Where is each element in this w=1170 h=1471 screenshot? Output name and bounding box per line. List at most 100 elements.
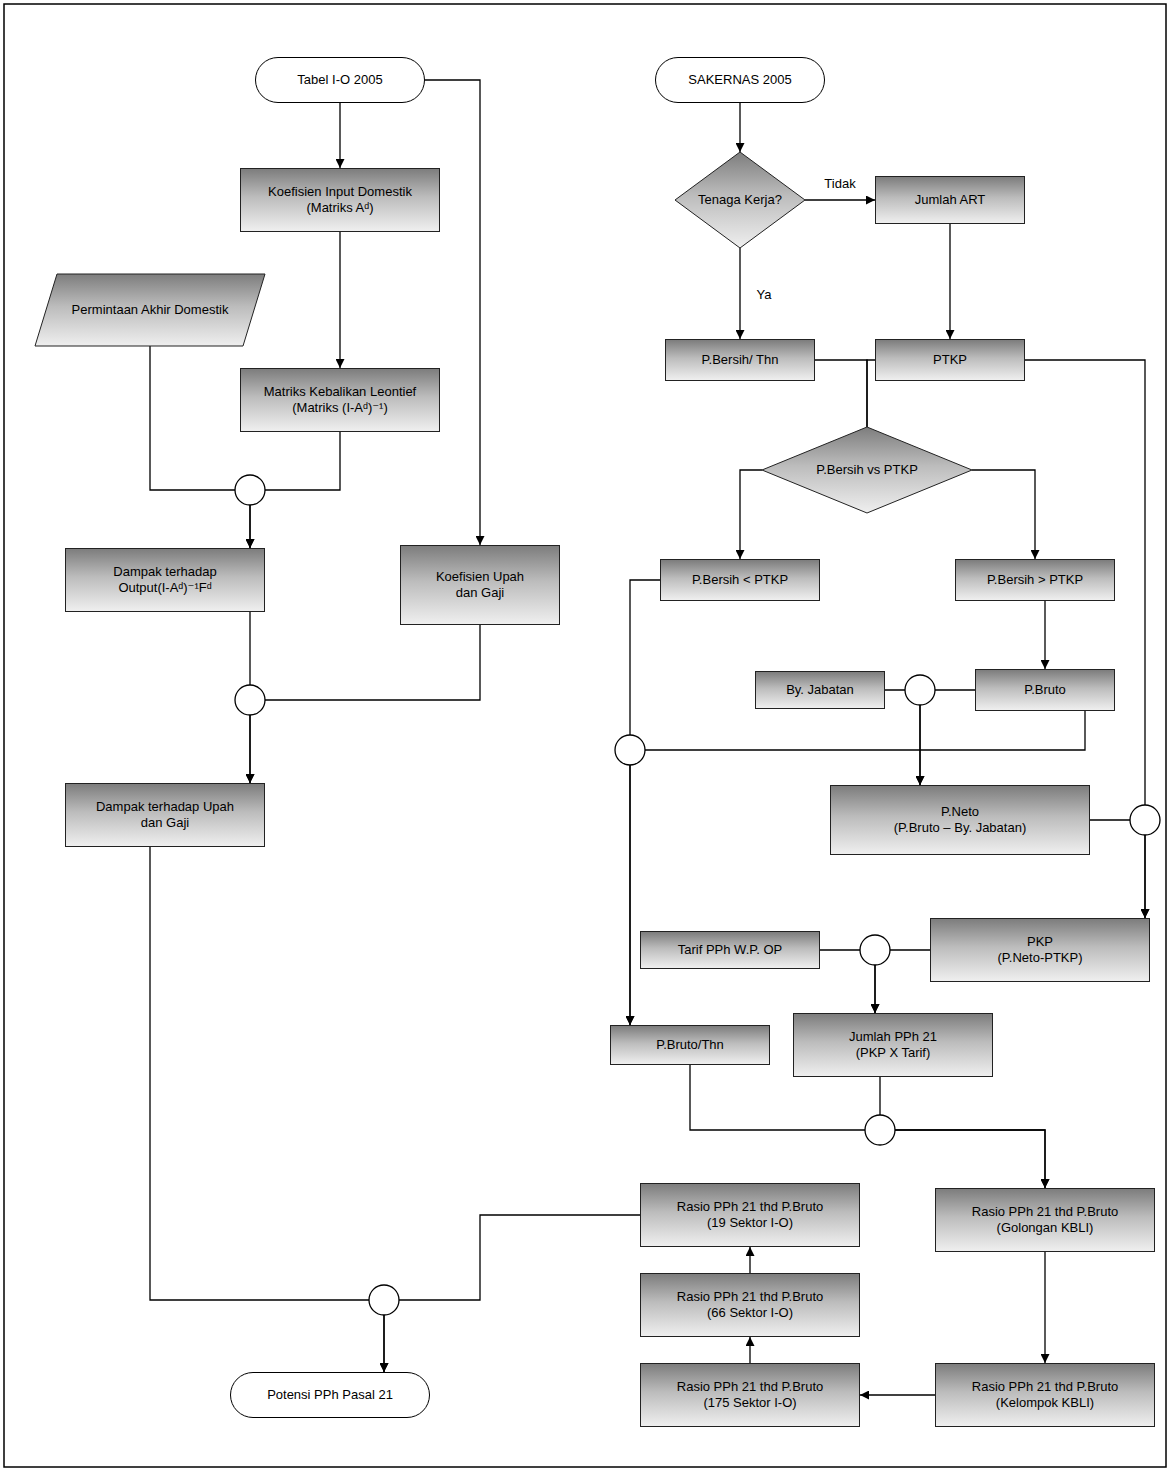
node-text: SAKERNAS 2005 bbox=[688, 72, 791, 88]
connector bbox=[880, 1077, 1045, 1188]
junction-circle bbox=[865, 1115, 895, 1145]
node-text: (PKP X Tarif) bbox=[856, 1045, 931, 1061]
connector bbox=[749, 1337, 750, 1363]
node-text: Dampak terhadap Upah bbox=[96, 799, 234, 815]
process-box: Rasio PPh 21 thd P.Bruto(19 Sektor I-O) bbox=[640, 1183, 860, 1247]
terminal-box: Potensi PPh Pasal 21 bbox=[230, 1372, 430, 1418]
process-box: Rasio PPh 21 thd P.Bruto(175 Sektor I-O) bbox=[640, 1363, 860, 1427]
process-box: P.Bersih < PTKP bbox=[660, 559, 820, 601]
decision-diamond: Tenaga Kerja? bbox=[675, 152, 805, 248]
process-box: Rasio PPh 21 thd P.Bruto(Kelompok KBLI) bbox=[935, 1363, 1155, 1427]
text-holder: Matriks Kebalikan Leontief(Matriks (I-Aᵈ… bbox=[264, 384, 416, 417]
decision-diamond: P.Bersih vs PTKP bbox=[762, 427, 972, 513]
text-holder: Tarif PPh W.P. OP bbox=[678, 942, 783, 958]
junction-circle bbox=[369, 1285, 399, 1315]
connector bbox=[690, 1065, 1045, 1188]
node-text: (66 Sektor I-O) bbox=[707, 1305, 793, 1321]
node-text: By. Jabatan bbox=[786, 682, 854, 698]
text-holder: P.Bruto/Thn bbox=[656, 1037, 724, 1053]
node-text: Koefisien Input Domestik bbox=[268, 184, 412, 200]
text-holder: PKP(P.Neto-PTKP) bbox=[997, 934, 1082, 967]
process-box: Matriks Kebalikan Leontief(Matriks (I-Aᵈ… bbox=[240, 368, 440, 432]
connector bbox=[1044, 601, 1045, 669]
process-box: By. Jabatan bbox=[755, 671, 885, 709]
text-holder: Dampak terhadapOutput(I-Aᵈ)⁻¹Fᵈ bbox=[113, 564, 216, 597]
node-text: Potensi PPh Pasal 21 bbox=[267, 1387, 393, 1403]
junction-circle bbox=[235, 475, 265, 505]
text-holder: Rasio PPh 21 thd P.Bruto(Golongan KBLI) bbox=[972, 1204, 1118, 1237]
terminal-box: SAKERNAS 2005 bbox=[655, 57, 825, 103]
node-text: Tenaga Kerja? bbox=[698, 192, 782, 208]
process-box: Dampak terhadapOutput(I-Aᵈ)⁻¹Fᵈ bbox=[65, 548, 265, 612]
edge-label: Tidak bbox=[821, 176, 858, 192]
process-box: P.Neto(P.Bruto – By. Jabatan) bbox=[830, 785, 1090, 855]
node-text: Permintaan Akhir Domestik bbox=[72, 302, 229, 318]
node-text: P.Bersih/ Thn bbox=[702, 352, 779, 368]
process-box: Jumlah ART bbox=[875, 176, 1025, 224]
node-text: dan Gaji bbox=[456, 585, 504, 601]
terminal-box: Tabel I-O 2005 bbox=[255, 57, 425, 103]
process-box: P.Bersih/ Thn bbox=[665, 339, 815, 381]
connector bbox=[739, 248, 740, 339]
node-text: P.Bersih < PTKP bbox=[692, 572, 788, 588]
text-holder: Koefisien Input Domestik(Matriks Aᵈ) bbox=[268, 184, 412, 217]
node-text: (P.Neto-PTKP) bbox=[997, 950, 1082, 966]
text-holder: Rasio PPh 21 thd P.Bruto(19 Sektor I-O) bbox=[677, 1199, 823, 1232]
text-holder: Tenaga Kerja? bbox=[698, 192, 782, 208]
process-box: PTKP bbox=[875, 339, 1025, 381]
connector bbox=[339, 232, 340, 368]
connector bbox=[1090, 820, 1145, 918]
node-text: P.Bersih vs PTKP bbox=[816, 462, 918, 478]
text-holder: Dampak terhadap Upahdan Gaji bbox=[96, 799, 234, 832]
node-text: (19 Sektor I-O) bbox=[707, 1215, 793, 1231]
node-text: Dampak terhadap bbox=[113, 564, 216, 580]
node-text: PTKP bbox=[933, 352, 967, 368]
node-text: Tabel I-O 2005 bbox=[297, 72, 382, 88]
text-holder: SAKERNAS 2005 bbox=[688, 72, 791, 88]
text-holder: Jumlah PPh 21(PKP X Tarif) bbox=[849, 1029, 937, 1062]
connector bbox=[339, 103, 340, 168]
page-frame bbox=[4, 4, 1166, 1467]
connector bbox=[250, 625, 480, 783]
node-text: Rasio PPh 21 thd P.Bruto bbox=[677, 1289, 823, 1305]
process-box: Koefisien Input Domestik(Matriks Aᵈ) bbox=[240, 168, 440, 232]
connector bbox=[425, 80, 480, 545]
text-holder: By. Jabatan bbox=[786, 682, 854, 698]
junction-circle bbox=[905, 675, 935, 705]
node-text: PKP bbox=[1027, 934, 1053, 950]
input-parallelogram: Permintaan Akhir Domestik bbox=[35, 274, 265, 346]
edge-label: Ya bbox=[754, 287, 775, 303]
node-text: Jumlah PPh 21 bbox=[849, 1029, 937, 1045]
node-text: P.Bruto/Thn bbox=[656, 1037, 724, 1053]
process-box: Rasio PPh 21 thd P.Bruto(66 Sektor I-O) bbox=[640, 1273, 860, 1337]
connector bbox=[150, 847, 384, 1372]
node-text: Rasio PPh 21 thd P.Bruto bbox=[677, 1379, 823, 1395]
node-text: P.Bersih > PTKP bbox=[987, 572, 1083, 588]
process-box: Dampak terhadap Upahdan Gaji bbox=[65, 783, 265, 847]
node-text: (P.Bruto – By. Jabatan) bbox=[894, 820, 1026, 836]
text-holder: P.Bruto bbox=[1024, 682, 1066, 698]
node-text: Output(I-Aᵈ)⁻¹Fᵈ bbox=[118, 580, 211, 596]
text-holder: Rasio PPh 21 thd P.Bruto(66 Sektor I-O) bbox=[677, 1289, 823, 1322]
node-text: (Kelompok KBLI) bbox=[996, 1395, 1094, 1411]
junction-circle bbox=[860, 935, 890, 965]
node-text: Rasio PPh 21 thd P.Bruto bbox=[972, 1379, 1118, 1395]
node-text: (175 Sektor I-O) bbox=[703, 1395, 796, 1411]
connector bbox=[740, 470, 762, 559]
process-box: P.Bersih > PTKP bbox=[955, 559, 1115, 601]
connector bbox=[949, 224, 950, 339]
text-holder: P.Bersih > PTKP bbox=[987, 572, 1083, 588]
node-text: P.Neto bbox=[941, 804, 979, 820]
process-box: Koefisien Upahdan Gaji bbox=[400, 545, 560, 625]
text-holder: Rasio PPh 21 thd P.Bruto(Kelompok KBLI) bbox=[972, 1379, 1118, 1412]
node-text: (Matriks (I-Aᵈ)⁻¹) bbox=[292, 400, 388, 416]
node-text: Rasio PPh 21 thd P.Bruto bbox=[972, 1204, 1118, 1220]
process-box: Jumlah PPh 21(PKP X Tarif) bbox=[793, 1013, 993, 1077]
process-box: PKP(P.Neto-PTKP) bbox=[930, 918, 1150, 982]
node-text: dan Gaji bbox=[141, 815, 189, 831]
connector bbox=[384, 1215, 640, 1372]
text-holder: P.Bersih/ Thn bbox=[702, 352, 779, 368]
node-text: (Golongan KBLI) bbox=[997, 1220, 1094, 1236]
text-holder: P.Neto(P.Bruto – By. Jabatan) bbox=[894, 804, 1026, 837]
